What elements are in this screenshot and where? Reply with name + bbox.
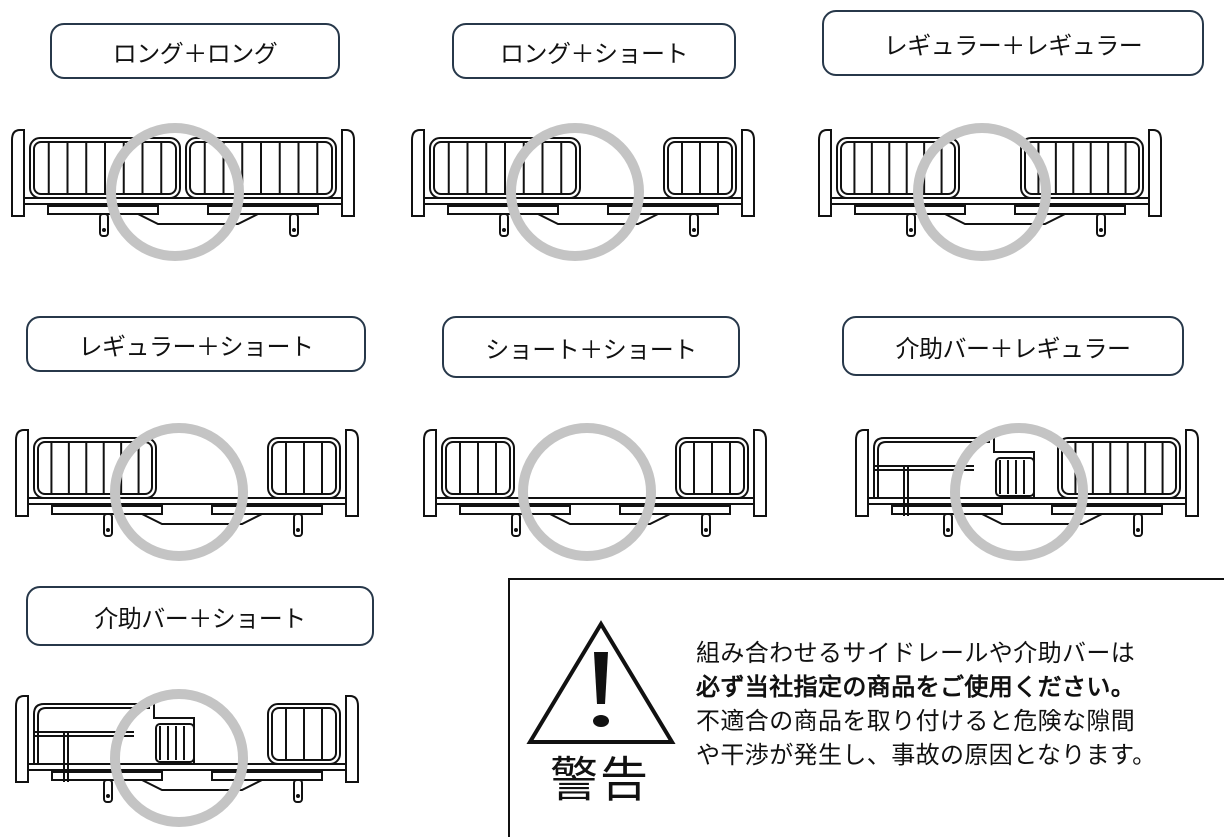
combination-label-7: 介助バー＋ショート [26,586,374,646]
short-rail-right [267,703,341,765]
combination-label-6: 介助バー＋レギュラー [842,316,1184,376]
footboard [345,695,359,783]
headboard [818,129,832,217]
long-rail-right [185,137,337,199]
combination-label-4: レギュラー＋ショート [26,316,366,372]
combination-label-3: レギュラー＋レギュラー [822,10,1204,76]
headboard [423,429,437,517]
warning-heading: 警告 [550,752,651,808]
gap-highlight-circle [913,123,1051,261]
bed-illustration-1 [8,120,358,261]
combination-label-2: ロング＋ショート [452,23,736,79]
headboard [11,129,25,217]
combination-label-5: ショート＋ショート [442,316,740,378]
footboard [341,129,355,217]
bed-illustration-2 [408,120,758,261]
headboard [15,695,29,783]
warning-triangle-icon [526,620,676,744]
bed-illustration-4 [12,420,362,561]
footboard [345,429,359,517]
gap-highlight-circle [950,423,1088,561]
long-rail-left [29,137,181,199]
footboard [1148,129,1162,217]
gap-highlight-circle [506,123,644,261]
headboard [411,129,425,217]
gap-highlight-circle [110,423,248,561]
short-rail-left [441,437,515,499]
footboard [753,429,767,517]
headboard [855,429,869,517]
bed-illustration-7 [12,686,362,827]
short-rail-right [267,437,341,499]
bed-illustration-5 [420,420,770,561]
gap-highlight-circle [106,123,244,261]
short-rail-right [675,437,749,499]
bed-illustration-6 [852,420,1202,561]
combination-label-1: ロング＋ロング [50,23,340,79]
warning-line-1: 組み合わせるサイドレールや介助バーは [696,639,1136,667]
warning-line-2: 必ず当社指定の商品をご使用ください。 [696,672,1136,701]
footboard [1185,429,1199,517]
warning-line-4: や干渉が発生し、事故の原因となります。 [696,741,1157,769]
bed-illustration-3 [815,120,1165,261]
warning-line-3: 不適合の商品を取り付けると危険な隙間 [696,707,1136,735]
gap-highlight-circle [518,423,656,561]
long-rail-left [429,137,581,199]
short-rail-right [663,137,737,199]
gap-highlight-circle [110,689,248,827]
warning-box: 警告 組み合わせるサイドレールや介助バーは 必ず当社指定の商品をご使用ください。… [508,578,1224,837]
warning-message: 組み合わせるサイドレールや介助バーは 必ず当社指定の商品をご使用ください。 不適… [696,636,1216,772]
headboard [15,429,29,517]
regular-rail-right [1020,137,1144,199]
footboard [741,129,755,217]
